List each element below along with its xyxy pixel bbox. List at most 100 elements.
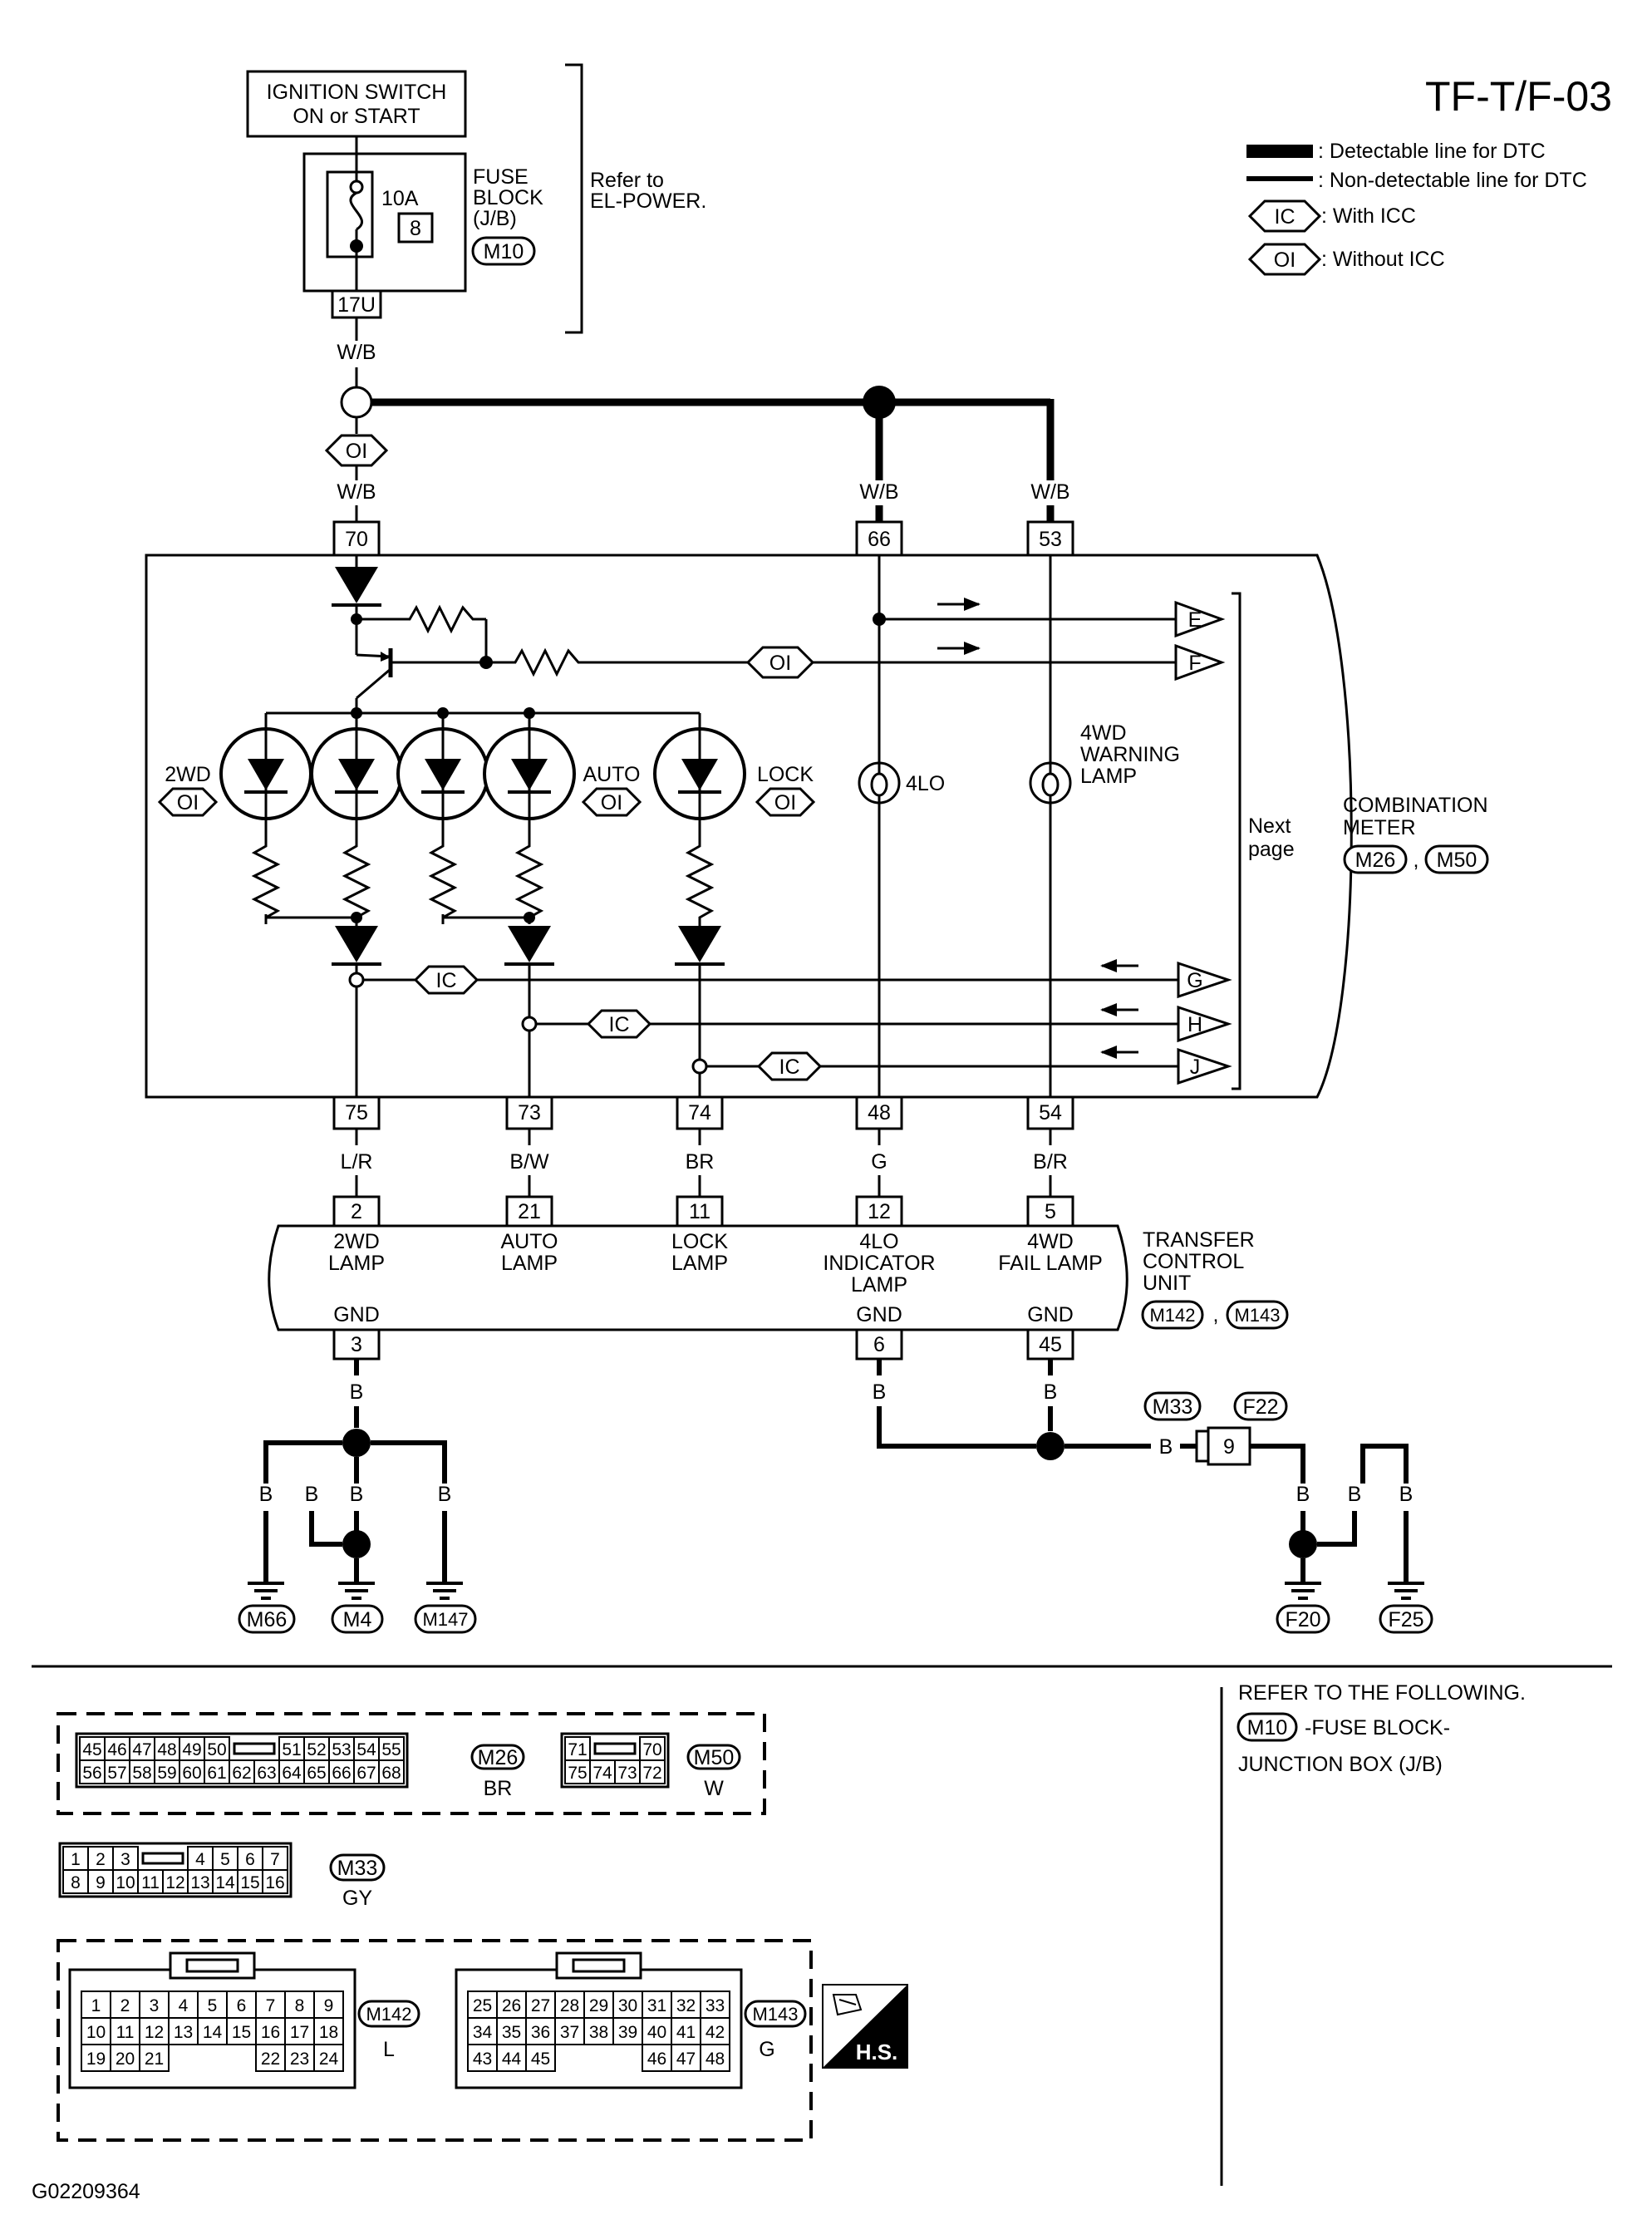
warn-line3: LAMP (1080, 765, 1137, 788)
connector-pin (226, 2017, 257, 2045)
fuse-amp: 10A (381, 187, 419, 210)
connector-pin (671, 2044, 701, 2072)
connector-pin (554, 1990, 585, 2019)
connector-badge-f22 (1233, 1391, 1288, 1421)
svg-text:,: , (1414, 849, 1419, 872)
harness-side-icon: H.S. (822, 1984, 908, 2069)
svg-text:17U: 17U (337, 293, 376, 317)
splice-ground-right (1036, 1432, 1064, 1460)
svg-text:M26: M26 (478, 1746, 519, 1769)
pin-number: 23 (290, 2050, 309, 2069)
pin-number: 11 (141, 1873, 160, 1892)
wire-label-b-10: B (1348, 1483, 1362, 1506)
warn-line2: WARNING (1080, 743, 1180, 766)
connector-pin (179, 1759, 205, 1784)
meter-pin-70: 70 (332, 520, 381, 557)
joint-connector: 9 (1195, 1426, 1251, 1466)
splice-ground-left (342, 1429, 371, 1457)
pin-number: 36 (531, 2023, 550, 2042)
connector-pin (671, 1990, 701, 2019)
tcu-func-4wd-2: FAIL LAMP (998, 1252, 1103, 1275)
wire-label-b-4: B (350, 1483, 364, 1506)
pin-number: 40 (647, 2023, 666, 2042)
connector-pin (197, 2017, 228, 2045)
legend: : Detectable line for DTC : Non-detectab… (1246, 140, 1587, 276)
pin-number: 62 (232, 1764, 251, 1783)
switch-line1: IGNITION SWITCH (267, 81, 447, 104)
pin-number: 17 (290, 2023, 309, 2042)
pin-number: 22 (261, 2050, 280, 2069)
connector-badge-m50 (1424, 844, 1489, 874)
m142-color: L (383, 2038, 395, 2061)
svg-text:74: 74 (688, 1101, 711, 1124)
pin-number: 1 (91, 1996, 101, 2015)
pin-number: 28 (560, 1996, 579, 2015)
tcu-pin-2: 2 (332, 1195, 381, 1228)
pin-number: 12 (165, 1873, 184, 1892)
combination-meter-box (145, 554, 1353, 1099)
svg-text:F22: F22 (1242, 1395, 1278, 1419)
pin-number: 71 (568, 1740, 587, 1759)
tcu-func-4lo-2: INDICATOR (823, 1252, 935, 1275)
pin-number: 24 (319, 2050, 339, 2069)
refer-bracket (565, 63, 583, 334)
oi-tag (157, 787, 219, 817)
svg-text:OI: OI (346, 440, 367, 463)
pin-number: 43 (473, 2050, 492, 2069)
connector-pin (139, 2044, 170, 2072)
tcu-func-lock-1: LOCK (671, 1230, 728, 1253)
pin-number: 6 (237, 1996, 247, 2015)
pin-number: 61 (207, 1764, 226, 1783)
connector-pin (162, 1869, 189, 1894)
svg-text:M33: M33 (1153, 1395, 1193, 1419)
refer-fuse-block: -FUSE BLOCK- (1305, 1716, 1450, 1740)
svg-text:OI: OI (769, 652, 791, 675)
wire-label-g: G (871, 1150, 887, 1174)
tcu-pin-21: 21 (505, 1195, 553, 1228)
arrow-f: F (1174, 643, 1226, 682)
oi-tag (1247, 243, 1322, 276)
connector-housing (58, 1842, 293, 1898)
pin-number: 9 (324, 1996, 334, 2015)
non-detectable-line-swatch (1246, 176, 1313, 181)
pin-number: 16 (261, 2023, 280, 2042)
pin-number: 20 (116, 2050, 135, 2069)
tcu-pin-45: 45 (1026, 1328, 1074, 1361)
connector-pin (639, 1759, 666, 1784)
connector-badge-f25 (1379, 1604, 1433, 1634)
connector-lock-tab (593, 1742, 637, 1755)
fuse-label-2: BLOCK (473, 186, 543, 209)
tcu-func-4lo-3: LAMP (851, 1273, 907, 1297)
svg-text:M10: M10 (1247, 1716, 1288, 1740)
page-title: TF-T/F-03 (1425, 73, 1612, 120)
pin-number: 15 (232, 2023, 251, 2042)
svg-text:M143: M143 (752, 2004, 798, 2025)
pin-number: 1 (71, 1850, 81, 1869)
svg-text:73: 73 (518, 1101, 541, 1124)
connector-badge-m26-face (470, 1744, 525, 1770)
tcu-func-2wd-2: LAMP (328, 1252, 385, 1275)
connector-badge-m33 (1143, 1391, 1202, 1421)
pin-number: 58 (132, 1764, 151, 1783)
pin-number: 16 (265, 1873, 284, 1892)
svg-text:M4: M4 (343, 1608, 372, 1631)
wire-label-b-3: B (305, 1483, 319, 1506)
tcu-pin-12: 12 (855, 1195, 903, 1228)
detectable-line-swatch (1246, 145, 1313, 158)
svg-text:OI: OI (177, 791, 199, 814)
pin-number: 52 (307, 1740, 326, 1759)
ground-f20 (1283, 1582, 1323, 1600)
pin-number: 21 (145, 2050, 164, 2069)
pin-number: 66 (332, 1764, 351, 1783)
svg-text:F20: F20 (1285, 1608, 1320, 1631)
fuse-icon (349, 191, 363, 231)
svg-text:M50: M50 (694, 1746, 735, 1769)
tcu-func-2wd-1: 2WD (333, 1230, 380, 1253)
lamp-lock-label: LOCK (757, 763, 814, 786)
tcu-pin-3: 3 (332, 1328, 381, 1361)
connector-lock-tab (141, 1852, 184, 1865)
connector-pin (278, 1759, 305, 1784)
pin-number: 14 (203, 2023, 223, 2042)
tcu-pin-6: 6 (855, 1328, 903, 1361)
